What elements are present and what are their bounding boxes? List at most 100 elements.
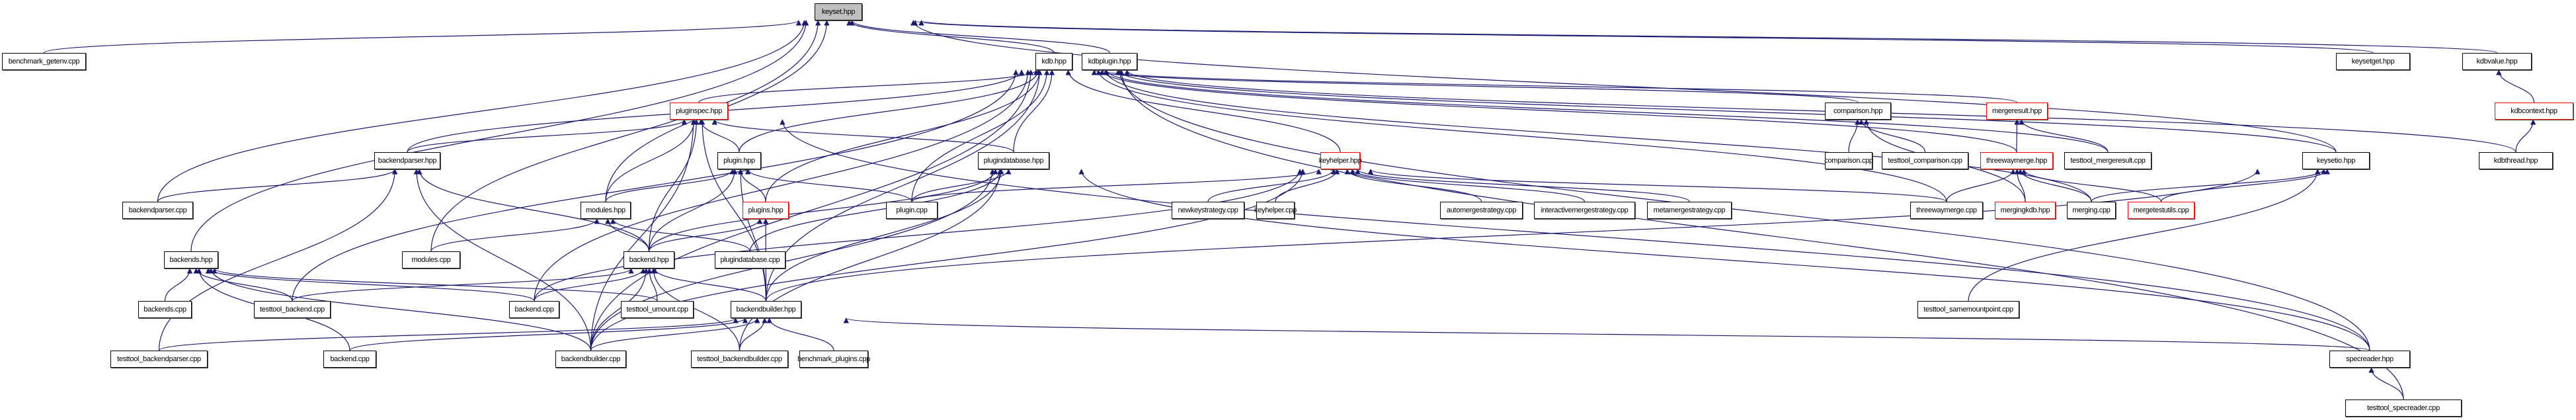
node-plugin-hpp[interactable]: plugin.hpp [717, 152, 761, 169]
node-backend-cpp[interactable]: backend.cpp [509, 301, 559, 318]
node-label: mergingkdb.hpp [2000, 206, 2050, 214]
edge-testtool_mergeresult_cpp-to-mergeresult_hpp [2019, 119, 2109, 153]
edge-testtool_umount_cpp-to-backends_hpp [212, 268, 658, 302]
node-modules-hpp[interactable]: modules.hpp [581, 202, 631, 219]
node-comparison-hpp[interactable]: comparison.hpp [1825, 103, 1891, 120]
edge-backendbuilder_cpp-to-keyhelper_hpp [590, 169, 1306, 351]
node-keysetio-hpp[interactable]: keysetio.hpp [2302, 152, 2370, 169]
node-testtool-backendparser-cpp[interactable]: testtool_backendparser.cpp [110, 351, 208, 368]
edge-mergingkdb_hpp-to-threewaymerge_hpp [2014, 169, 2026, 202]
node-testtool-umount-cpp[interactable]: testtool_umount.cpp [621, 301, 694, 318]
node-plugins-hpp[interactable]: plugins.hpp [743, 202, 789, 219]
edge-backendbuilder_cpp-to-pluginspec_hpp [590, 119, 697, 351]
node-mergingkdb-hpp[interactable]: mergingkdb.hpp [1995, 202, 2056, 219]
node-comparison-cpp[interactable]: comparison.cpp [1824, 152, 1873, 169]
edge-backend_cpp-to-kdb_hpp [534, 69, 1031, 302]
node-label: backends.hpp [169, 256, 213, 264]
node-benchmark-plugins-cpp[interactable]: benchmark_plugins.cpp [797, 351, 870, 368]
node-label: testtool_backendbuilder.cpp [697, 355, 782, 363]
edge-backend_hpp-to-plugins_hpp [648, 218, 763, 252]
node-threewaymerge-cpp[interactable]: threewaymerge.cpp [1910, 202, 1983, 219]
edge-pluginspec_hpp-to-kdb_hpp [698, 69, 1039, 103]
node-plugin-cpp[interactable]: plugin.cpp [886, 202, 938, 219]
node-backendbuilder-hpp[interactable]: backendbuilder.hpp [731, 301, 801, 318]
edge-testtool_specreader_cpp-to-kdb_hpp [1118, 69, 2404, 400]
node-plugindatabase-cpp[interactable]: plugindatabase.cpp [715, 251, 785, 269]
edge-benchmark_getenv_cpp-to-keyset_hpp [43, 20, 801, 54]
node-interactivemergestrategy-cpp[interactable]: interactivemergestrategy.cpp [1534, 202, 1635, 219]
node-mergetestutils-cpp[interactable]: mergetestutils.cpp [2128, 202, 2194, 219]
edge-comparison_hpp-to-kdb_hpp [1091, 69, 1859, 103]
node-testtool-backend-cpp[interactable]: testtool_backend.cpp [254, 301, 331, 318]
node-label: metamergestrategy.cpp [1653, 206, 1726, 214]
edge-backendbuilder_hpp-to-plugindatabase_hpp [765, 169, 1004, 302]
edge-threewaymerge_cpp-to-threewaymerge_hpp [1946, 169, 2016, 202]
node-mergeresult-hpp[interactable]: mergeresult.hpp [1986, 103, 2048, 120]
edge-backend_hpp-to-backendparser_hpp [417, 169, 650, 252]
node-threewaymerge-hpp[interactable]: threewaymerge.hpp [1980, 152, 2053, 169]
node-benchmark-getenv-cpp[interactable]: benchmark_getenv.cpp [2, 53, 86, 70]
edge-interactivemergestrategy_cpp-to-keyhelper_hpp [1349, 169, 1586, 202]
node-backends-cpp[interactable]: backends.cpp [138, 301, 192, 318]
edge-backendbuilder_hpp-to-plugin_hpp [737, 169, 767, 302]
node-label: kdbthread.hpp [2493, 157, 2538, 165]
edge-newkeystrategy_cpp-to-keyhelper_hpp [1207, 169, 1337, 202]
node-kdbplugin-hpp[interactable]: kdbplugin.hpp [1082, 53, 1137, 70]
node-testtool-mergeresult-cpp[interactable]: testtool_mergeresult.cpp [2064, 152, 2152, 169]
edge-testtool_backendbuilder_cpp-to-backendbuilder_hpp [739, 317, 768, 351]
node-automergestrategy-cpp[interactable]: automergestrategy.cpp [1440, 202, 1523, 219]
node-keyhelper-hpp[interactable]: keyhelper.hpp [1318, 152, 1362, 169]
node-backendbuilder-cpp[interactable]: backendbuilder.cpp [555, 351, 626, 368]
node-keyhelper-cpp[interactable]: keyhelper.cpp [1254, 202, 1297, 219]
node-pluginspec-hpp[interactable]: pluginspec.hpp [670, 103, 728, 120]
node-newkeystrategy-cpp[interactable]: newkeystrategy.cpp [1172, 202, 1244, 219]
node-testtool-specreader-cpp[interactable]: testtool_specreader.cpp [2345, 399, 2462, 417]
node-label: testtool_samemountpoint.cpp [1923, 306, 2013, 314]
edge-mergetestutils_cpp-to-keysetio_hpp [2160, 169, 2330, 202]
node-backends-hpp[interactable]: backends.hpp [164, 251, 218, 269]
edge-backendbuilder_cpp-to-kdb_hpp [590, 69, 1034, 351]
node-keysetget-hpp[interactable]: keysetget.hpp [2336, 53, 2410, 70]
edge-plugindatabase_hpp-to-kdb_hpp [1013, 69, 1055, 153]
node-modules-cpp[interactable]: modules.cpp [402, 251, 460, 269]
edge-metamergestrategy_cpp-to-keyhelper_hpp [1355, 169, 1690, 202]
edge-backend_hpp-to-plugindatabase_hpp [648, 169, 998, 252]
node-testtool-comparison-cpp[interactable]: testtool_comparison.cpp [1882, 152, 1968, 169]
edge-plugindatabase_cpp-to-plugindatabase_hpp [749, 169, 1004, 252]
edge-testtool_umount_cpp-to-backend_hpp [646, 268, 658, 302]
node-label: pluginspec.hpp [676, 107, 722, 115]
node-metamergestrategy-cpp[interactable]: metamergestrategy.cpp [1647, 202, 1732, 219]
node-testtool-samemountpoint-cpp[interactable]: testtool_samemountpoint.cpp [1917, 301, 2019, 318]
node-label: kdb.hpp [1041, 58, 1067, 65]
node-merging-cpp[interactable]: merging.cpp [2067, 202, 2116, 219]
edge-plugins_hpp-to-kdb_hpp [765, 69, 1043, 202]
edge-kdbthread_hpp-to-kdbcontext_hpp [2515, 119, 2536, 153]
node-keyset-hpp: keyset.hpp [815, 3, 862, 21]
node-kdbcontext-hpp[interactable]: kdbcontext.hpp [2495, 103, 2573, 120]
edge-backendbuilder_cpp-to-backendparser_hpp [413, 169, 592, 351]
node-kdbthread-hpp[interactable]: kdbthread.hpp [2479, 152, 2553, 169]
edge-backend_cpp-to-backend_hpp [534, 268, 646, 302]
node-label: keyhelper.hpp [1318, 157, 1362, 165]
edge-testtool_samemountpoint_cpp-to-keysetio_hpp [1968, 169, 2321, 302]
edge-testtool_backendparser_cpp-to-backendbuilder_hpp [158, 317, 739, 351]
node-kdbvalue-hpp[interactable]: kdbvalue.hpp [2462, 53, 2532, 70]
node-label: testtool_specreader.cpp [2367, 404, 2440, 412]
node-label: specreader.hpp [2346, 355, 2394, 363]
node-label: modules.hpp [586, 206, 625, 214]
edge-backendparser_hpp-to-pluginspec_hpp [407, 119, 688, 153]
node-label: backendbuilder.hpp [736, 306, 796, 314]
edge-testtool_backend_cpp-to-backend_hpp [292, 268, 634, 302]
node-testtool-backendbuilder-cpp[interactable]: testtool_backendbuilder.cpp [691, 351, 788, 368]
node-backendparser-hpp[interactable]: backendparser.hpp [374, 152, 440, 169]
edge-threewaymerge_cpp-to-kdb_hpp [1096, 69, 1947, 202]
node-plugindatabase-hpp[interactable]: plugindatabase.hpp [978, 152, 1049, 169]
node-kdb-hpp[interactable]: kdb.hpp [1035, 53, 1072, 70]
node-specreader-hpp[interactable]: specreader.hpp [2329, 351, 2410, 368]
node-backendparser-cpp[interactable]: backendparser.cpp [122, 202, 193, 219]
node-backend-hpp[interactable]: backend.hpp [624, 251, 674, 269]
edge-kdb_hpp-to-keyset_hpp [846, 20, 1055, 54]
node-backend-cpp2[interactable]: backend.cpp [323, 351, 376, 368]
edge-keyhelper_hpp-to-kdb_hpp [1065, 69, 1341, 153]
